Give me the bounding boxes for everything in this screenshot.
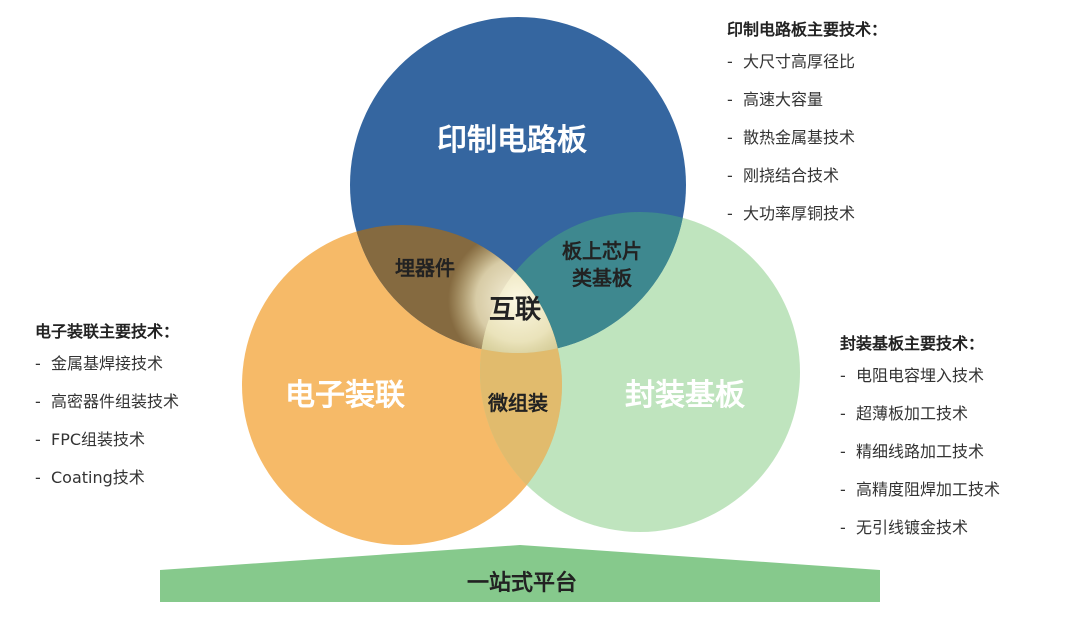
list-item-text: 大尺寸高厚径比 (743, 52, 856, 71)
list-marker: - (840, 366, 846, 385)
list-marker: - (727, 52, 733, 71)
list-item-text: 刚挠结合技术 (743, 166, 840, 185)
platform-label: 一站式平台 (467, 570, 577, 596)
list-item-text: 超薄板加工技术 (856, 404, 969, 423)
list-item-text: 无引线镀金技术 (856, 518, 969, 537)
chip-on-board-overlap (480, 212, 686, 353)
list-item: -金属基焊接技术 (35, 354, 179, 374)
list-item: -高速大容量 (727, 90, 887, 110)
list-marker: - (840, 404, 846, 423)
embedded-components-label: 埋器件 (395, 256, 455, 280)
list-item-text: FPC组装技术 (51, 430, 146, 449)
list-marker: - (840, 442, 846, 461)
substrate-tech-panel: 封装基板主要技术： -电阻电容埋入技术 -超薄板加工技术 -精细线路加工技术 -… (840, 330, 1000, 556)
assembly-tech-title: 电子装联主要技术： (35, 322, 180, 341)
list-item-text: Coating技术 (51, 468, 145, 487)
list-item: -超薄板加工技术 (840, 404, 1000, 424)
list-item-text: 高速大容量 (743, 90, 824, 109)
pcb-tech-title: 印制电路板主要技术： (727, 20, 888, 39)
assembly-tech-list: -金属基焊接技术 -高密器件组装技术 -FPC组装技术 -Coating技术 (35, 354, 179, 488)
micro-assembly-label: 微组装 (487, 391, 548, 415)
list-item: -高精度阻焊加工技术 (840, 480, 1000, 500)
list-item: -高密器件组装技术 (35, 392, 179, 412)
substrate-tech-list: -电阻电容埋入技术 -超薄板加工技术 -精细线路加工技术 -高精度阻焊加工技术 … (840, 366, 1000, 538)
list-marker: - (35, 392, 41, 411)
list-item: -电阻电容埋入技术 (840, 366, 1000, 386)
assembly-tech-panel: 电子装联主要技术： -金属基焊接技术 -高密器件组装技术 -FPC组装技术 -C… (35, 318, 179, 506)
list-item: -散热金属基技术 (727, 128, 887, 148)
list-marker: - (840, 480, 846, 499)
list-item: -FPC组装技术 (35, 430, 179, 450)
list-item-text: 电阻电容埋入技术 (856, 366, 985, 385)
pcb-label: 印制电路板 (437, 123, 587, 158)
pcb-tech-panel: 印制电路板主要技术： -大尺寸高厚径比 -高速大容量 -散热金属基技术 -刚挠结… (727, 16, 887, 242)
list-marker: - (840, 518, 846, 537)
substrate-tech-title: 封装基板主要技术： (840, 334, 985, 353)
list-marker: - (35, 468, 41, 487)
list-marker: - (727, 90, 733, 109)
list-item-text: 高密器件组装技术 (51, 392, 180, 411)
list-item: -大尺寸高厚径比 (727, 52, 887, 72)
list-item: -无引线镀金技术 (840, 518, 1000, 538)
chip-on-board-label-line2: 类基板 (572, 266, 633, 290)
list-item-text: 散热金属基技术 (743, 128, 856, 147)
list-item: -刚挠结合技术 (727, 166, 887, 186)
list-marker: - (35, 430, 41, 449)
list-marker: - (727, 204, 733, 223)
list-item: -Coating技术 (35, 468, 179, 488)
list-item: -大功率厚铜技术 (727, 204, 887, 224)
substrate-label: 封装基板 (625, 378, 745, 413)
chip-on-board-label-line1: 板上芯片 (562, 239, 642, 263)
list-item-text: 金属基焊接技术 (51, 354, 164, 373)
list-item-text: 精细线路加工技术 (856, 442, 985, 461)
list-marker: - (727, 166, 733, 185)
list-item: -精细线路加工技术 (840, 442, 1000, 462)
list-item-text: 大功率厚铜技术 (743, 204, 856, 223)
platform-shape (160, 545, 880, 602)
assembly-label: 电子装联 (285, 378, 405, 413)
list-marker: - (727, 128, 733, 147)
interconnect-label: 互联 (489, 295, 541, 325)
pcb-tech-list: -大尺寸高厚径比 -高速大容量 -散热金属基技术 -刚挠结合技术 -大功率厚铜技… (727, 52, 887, 224)
list-marker: - (35, 354, 41, 373)
list-item-text: 高精度阻焊加工技术 (856, 480, 1001, 499)
